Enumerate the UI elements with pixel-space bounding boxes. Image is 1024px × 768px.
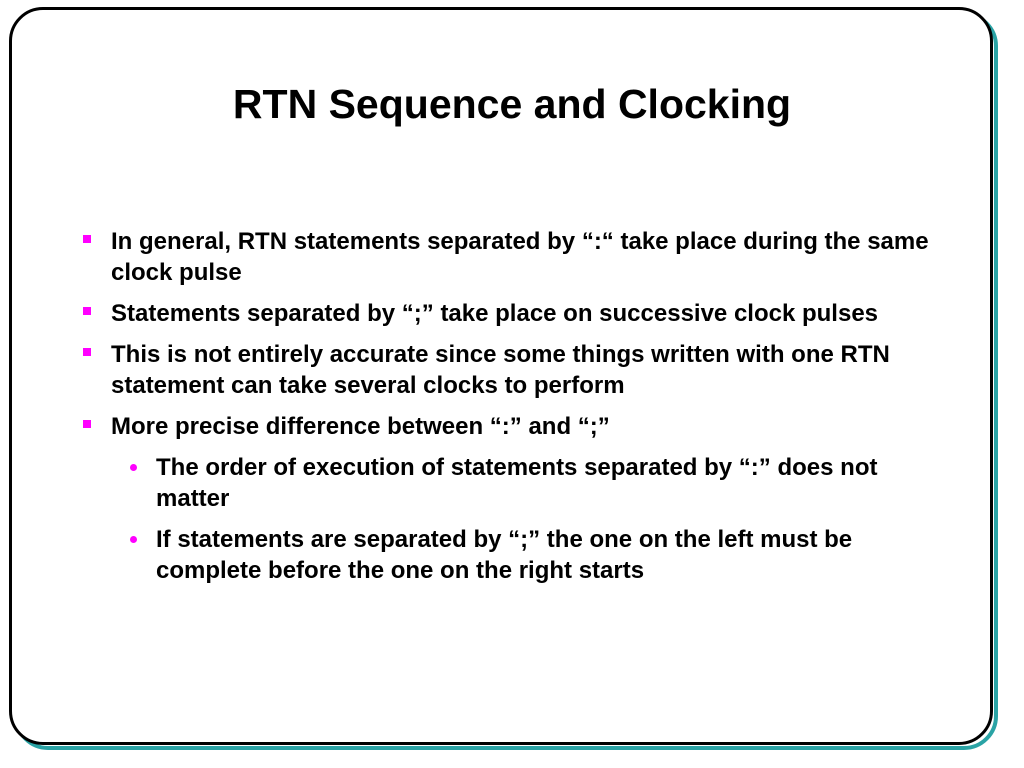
square-bullet-icon [83,307,91,315]
square-bullet-icon [83,348,91,356]
bullet-item: Statements separated by “;” take place o… [80,298,930,329]
bullet-item: More precise difference between “:” and … [80,411,930,442]
bullet-text: This is not entirely accurate since some… [111,341,890,399]
dot-bullet-icon [130,464,137,471]
sub-bullet-item: If statements are separated by “;” the o… [80,524,930,586]
square-bullet-icon [83,235,91,243]
bullet-text: More precise difference between “:” and … [111,413,610,440]
slide-frame [9,7,993,745]
bullet-item: In general, RTN statements separated by … [80,226,930,288]
bullet-text: Statements separated by “;” take place o… [111,300,879,327]
square-bullet-icon [83,420,91,428]
sub-bullet-text: The order of execution of statements sep… [156,454,878,512]
bullet-text: In general, RTN statements separated by … [111,228,929,286]
bullet-item: This is not entirely accurate since some… [80,339,930,401]
bullet-list: In general, RTN statements separated by … [80,226,930,596]
dot-bullet-icon [130,536,137,543]
sub-bullet-text: If statements are separated by “;” the o… [156,526,853,584]
slide-title: RTN Sequence and Clocking [232,81,792,127]
sub-bullet-item: The order of execution of statements sep… [80,452,930,514]
